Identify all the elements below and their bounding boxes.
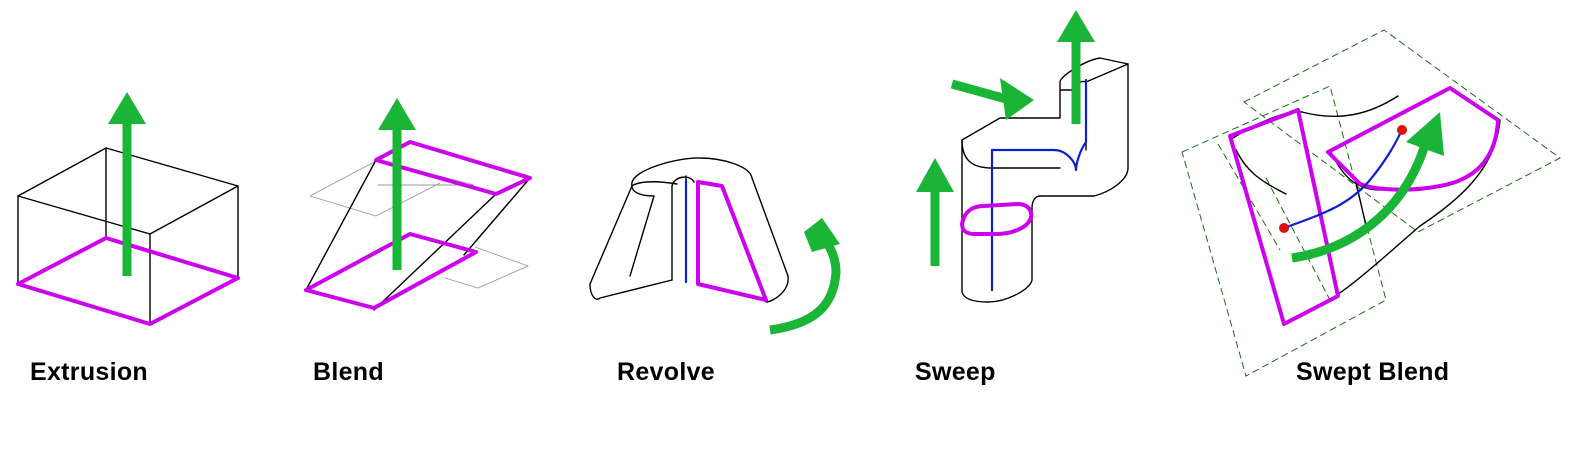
swept-blend-arrow: [1291, 112, 1444, 263]
blend-label: Blend: [313, 358, 384, 386]
sweep-arrow-top: [1057, 10, 1095, 124]
blend-figure: [304, 98, 532, 311]
sweep-profile: [960, 202, 1034, 236]
swept-blend-label: Swept Blend: [1296, 358, 1450, 386]
extrusion-label: Extrusion: [30, 358, 148, 386]
blend-edges: [305, 159, 531, 311]
revolve-figure: [589, 157, 841, 335]
sweep-arrow-left: [916, 158, 954, 266]
swept-blend-path-start-point: [1279, 223, 1289, 233]
swept-blend-path-end-point: [1397, 125, 1407, 135]
swept-blend-path: [1282, 128, 1404, 230]
extrusion-base-profile: [16, 236, 240, 326]
extrusion-figure: [16, 92, 240, 326]
revolve-label: Revolve: [617, 358, 715, 386]
blend-bottom-profile: [304, 232, 478, 310]
sweep-path: [990, 78, 1088, 292]
sweep-arrow-side: [950, 78, 1034, 120]
revolve-profile: [696, 180, 768, 302]
swept-blend-edges: [1229, 95, 1501, 319]
revolve-rotation-arrow: [769, 218, 841, 335]
sweep-figure: [916, 10, 1129, 303]
swept-blend-profile-end: [1326, 86, 1500, 192]
swept-blend-figure: [1181, 29, 1561, 377]
extrusion-direction-arrow: [108, 92, 146, 276]
swept-blend-profile-start: [1228, 108, 1340, 326]
sweep-label: Sweep: [915, 358, 996, 386]
swept-blend-guide-planes: [1181, 29, 1561, 377]
blend-direction-arrow: [378, 98, 416, 270]
sweep-solid-edges: [961, 57, 1129, 303]
